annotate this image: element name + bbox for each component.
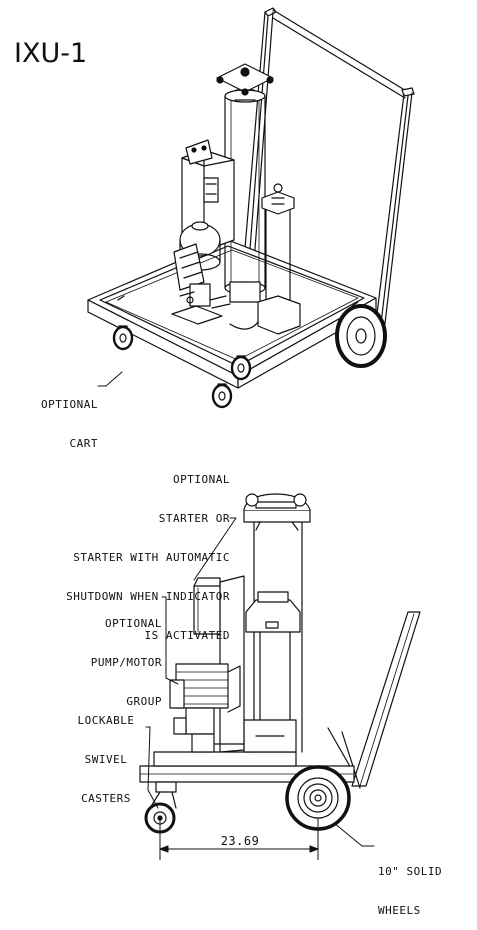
- cart-callout: OPTIONAL CART: [41, 398, 98, 450]
- rear-wheel: [337, 306, 385, 366]
- small-filter-housing: [230, 184, 300, 334]
- cart-handle: [244, 8, 414, 332]
- side-caster: [146, 782, 176, 832]
- side-starter: [194, 578, 220, 634]
- wheels-leader: [334, 823, 374, 846]
- cart-leader: [98, 372, 122, 386]
- side-base: [140, 752, 354, 782]
- side-tall-housing: [244, 494, 310, 752]
- tall-filter-housing: [217, 64, 273, 302]
- side-small-housing: [244, 592, 300, 752]
- side-handle: [328, 612, 420, 788]
- casters-leader: [146, 727, 158, 808]
- isometric-view: [88, 8, 414, 407]
- side-motor: [170, 664, 244, 752]
- model-title: IXU-1: [14, 38, 88, 69]
- starter-leader: [194, 518, 236, 580]
- pump-motor-callout: OPTIONAL PUMP/MOTOR GROUP: [90, 617, 162, 708]
- dimension-line: [160, 818, 318, 860]
- casters-callout: LOCKABLE SWIVEL CASTERS: [77, 714, 135, 805]
- dimension-value: 23.69: [220, 834, 260, 848]
- motor: [172, 222, 230, 324]
- pump-leader: [162, 597, 178, 684]
- side-view: [140, 494, 420, 860]
- wheels-callout: 10" SOLID WHEELS: [378, 865, 443, 917]
- front-casters: [114, 326, 250, 407]
- starter-callout: OPTIONAL STARTER OR STARTER WITH AUTOMAT…: [66, 473, 230, 642]
- technical-drawing: [0, 0, 477, 860]
